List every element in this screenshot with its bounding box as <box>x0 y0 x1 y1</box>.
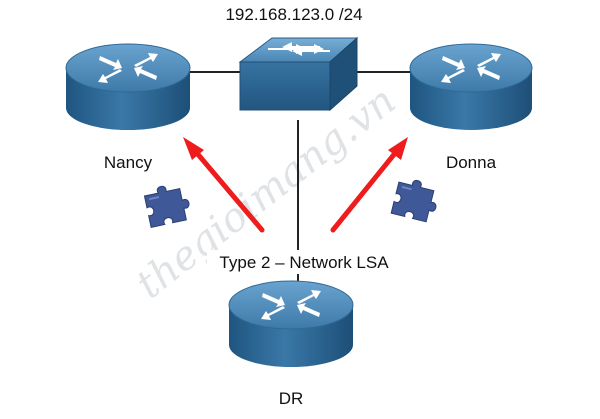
arrow-to-nancy <box>183 137 265 233</box>
router-icon <box>228 280 354 367</box>
router-dr <box>228 280 354 367</box>
puzzle-piece-icon <box>390 175 443 225</box>
puzzle-piece-icon <box>142 180 194 229</box>
lsa-label-background <box>207 250 397 274</box>
switch-icon <box>238 36 359 112</box>
router-nancy <box>65 43 191 130</box>
router-icon <box>65 43 191 130</box>
lsa-label: Type 2 – Network LSA <box>219 253 389 272</box>
network-label: 192.168.123.0 /24 <box>225 5 362 24</box>
router-label-dr: DR <box>279 389 304 408</box>
arrow-to-donna <box>330 137 408 233</box>
router-label-nancy: Nancy <box>104 153 153 172</box>
router-icon <box>409 43 533 130</box>
router-donna <box>409 43 533 130</box>
lsa-arrows <box>183 137 408 233</box>
router-label-donna: Donna <box>446 153 497 172</box>
